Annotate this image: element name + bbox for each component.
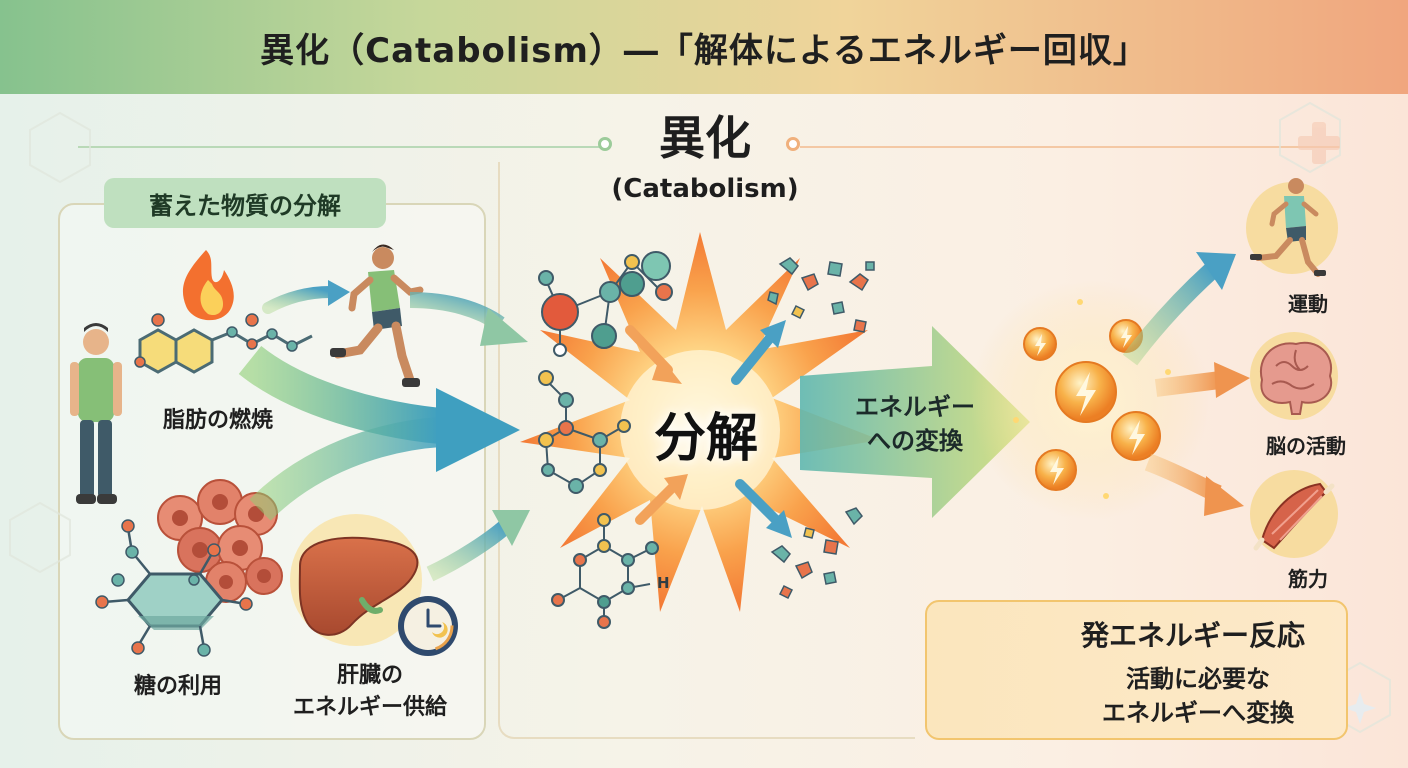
catabolism-heading-main: 異化	[659, 111, 751, 165]
exergonic-reaction-desc: 活動に必要な エネルギーへ変換	[1068, 662, 1328, 730]
cells-icon	[157, 479, 283, 603]
inner-arrows	[625, 320, 792, 538]
catabolism-heading: 異化 (Catabolism)	[560, 112, 850, 204]
reaction-desc-line2: エネルギーへ変換	[1102, 699, 1294, 727]
molecule-top-icon	[538, 251, 673, 357]
plus-icon	[1298, 122, 1340, 164]
catabolism-panel	[498, 162, 915, 739]
output-label-muscle: 筋力	[1288, 567, 1328, 591]
heading-line-right	[800, 146, 1340, 148]
heading-dot-right	[786, 137, 800, 151]
breakdown-label: 分解	[653, 409, 758, 469]
liver-label-line1: 肝臓の	[336, 663, 403, 688]
output-label-exercise: 運動	[1288, 292, 1328, 316]
runner-output-icon	[1246, 178, 1338, 277]
fragments-top	[767, 257, 875, 333]
conversion-arrow	[800, 326, 1030, 518]
output-label-brain: 脳の活動	[1266, 434, 1346, 458]
page-title: 異化（Catabolism）―「解体によるエネルギー回収」	[260, 30, 1148, 71]
liver-icon	[290, 514, 422, 646]
brain-icon	[1250, 332, 1338, 420]
convert-line2: への変換	[867, 427, 963, 455]
exergonic-reaction-box	[925, 600, 1348, 740]
energy-orb-icon	[1023, 327, 1057, 361]
molecule-bottom-icon	[551, 513, 659, 629]
runner-icon	[330, 244, 424, 387]
fat-molecule-icon	[134, 313, 313, 374]
energy-conversion-label: エネルギー への変換	[820, 390, 1010, 458]
liver-supply-label: 肝臓の エネルギー供給	[260, 660, 480, 724]
flow-arrows-left	[238, 280, 530, 582]
energy-orb-icon	[1111, 411, 1161, 461]
clock-moon-icon	[398, 596, 458, 656]
fragments-bottom	[770, 507, 863, 600]
reaction-desc-line1: 活動に必要な	[1126, 665, 1270, 693]
muscle-icon	[1250, 470, 1338, 558]
liver-label-line2: エネルギー供給	[292, 695, 447, 720]
atom-h-label: H	[657, 574, 670, 592]
output-arrows	[1122, 252, 1250, 516]
heading-line-left	[78, 146, 608, 148]
sparkle-icon	[1344, 692, 1376, 724]
exergonic-reaction-title: 発エネルギー反応	[1080, 619, 1305, 652]
energy-orb-icon	[1055, 361, 1117, 423]
title-bar: 異化（Catabolism）―「解体によるエネルギー回収」	[0, 0, 1408, 94]
heading-dot-left	[598, 137, 612, 151]
flame-icon	[182, 250, 234, 321]
fat-burning-label: 脂肪の燃焼	[162, 408, 273, 433]
sugar-molecule-icon	[95, 519, 253, 657]
catabolism-heading-sub: (Catabolism)	[611, 174, 799, 204]
energy-orb-icon	[1035, 449, 1077, 491]
sugar-use-label: 糖の利用	[133, 674, 222, 699]
standing-person-icon	[70, 323, 122, 504]
molecule-left-icon	[538, 370, 631, 494]
convert-line1: エネルギー	[855, 393, 975, 421]
stored-matter-tag: 蓄えた物質の分解	[104, 178, 386, 228]
